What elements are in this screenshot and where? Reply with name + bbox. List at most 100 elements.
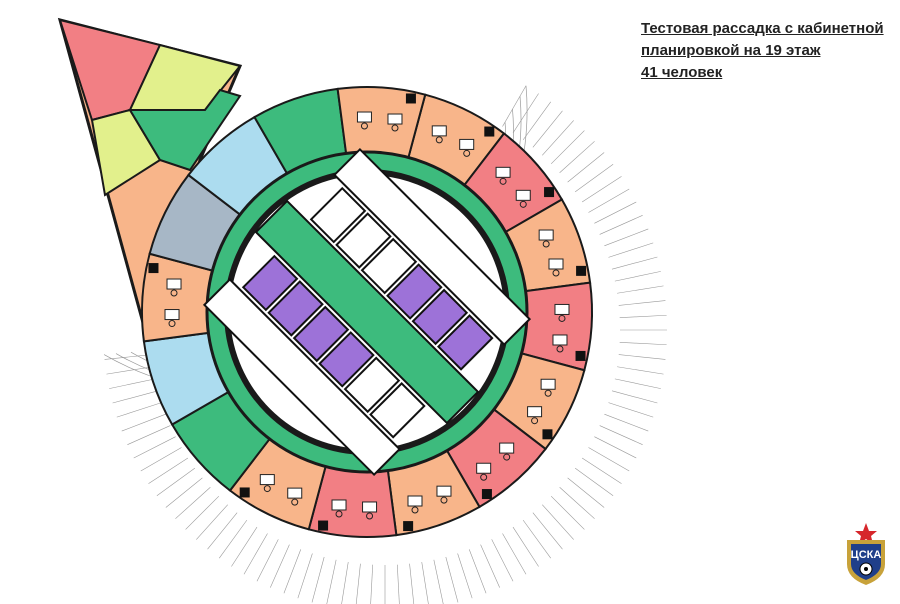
facade-mullion <box>614 378 661 389</box>
facade-mullion <box>468 549 487 594</box>
desk-icon <box>431 125 447 137</box>
elevator-shaft <box>386 263 443 320</box>
core-room-outer <box>202 278 401 477</box>
elevator-shaft <box>411 288 469 346</box>
column-icon <box>405 93 416 104</box>
facade-mullion <box>559 141 595 173</box>
chair-icon <box>435 136 443 144</box>
facade-mullion <box>231 526 258 567</box>
facade-mullion <box>116 402 162 418</box>
column-icon <box>481 489 492 500</box>
facade-mullion <box>619 341 667 346</box>
desk-icon <box>515 189 531 201</box>
facade-mullion <box>614 271 661 282</box>
column-icon <box>576 265 587 276</box>
facade-mullion <box>445 556 459 603</box>
chair-icon <box>552 269 560 277</box>
desk-icon <box>287 487 303 499</box>
desk-icon <box>548 258 564 270</box>
elevator-shaft <box>437 314 494 371</box>
elevator-shaft <box>267 280 324 337</box>
core-contents <box>202 147 532 477</box>
facade-mullion <box>611 256 658 270</box>
elevator-shaft <box>318 331 375 388</box>
facade-mullion <box>550 495 585 530</box>
facade-mullion <box>574 467 614 496</box>
desk-icon <box>554 303 570 315</box>
core-room <box>369 382 426 439</box>
facade-mullion <box>522 519 551 559</box>
plan-title: Тестовая рассадка с кабинетной планировк… <box>641 18 884 84</box>
facade-mullion <box>355 563 361 604</box>
facade-mullion <box>574 164 614 193</box>
desk-icon <box>459 138 475 150</box>
core-room-outer <box>333 147 532 346</box>
facade-mullion <box>457 553 473 599</box>
facade-mullion <box>140 447 182 472</box>
facade-mullion <box>326 559 337 604</box>
column-icon <box>484 126 495 137</box>
core-lobby <box>254 199 480 425</box>
facade-mullion <box>148 457 189 484</box>
facade-mullion <box>532 110 563 148</box>
desk-icon <box>166 278 182 290</box>
facade-mullion <box>133 436 176 459</box>
desk-icon <box>552 334 568 346</box>
facade-mullion <box>588 188 630 213</box>
chair-icon <box>170 289 178 297</box>
core-room <box>343 356 401 414</box>
cska-club-crest-icon: ЦСКА <box>847 523 885 585</box>
desk-icon <box>259 474 275 486</box>
core-room <box>335 212 392 269</box>
facade-mullion <box>599 425 643 445</box>
column-icon <box>542 429 553 440</box>
core-room <box>360 237 418 295</box>
facade-mullion <box>559 487 595 519</box>
facade-mullion <box>256 539 279 582</box>
desk-icon <box>164 309 180 321</box>
desk-icon <box>436 485 452 497</box>
facade-mullion <box>185 495 220 530</box>
facade-mullion <box>502 533 527 575</box>
column-icon <box>544 187 555 198</box>
chair-icon <box>263 485 271 493</box>
facade-mullion <box>156 467 196 496</box>
facade-mullion <box>243 533 268 575</box>
facade-mullion <box>619 314 667 319</box>
chair-icon <box>366 512 374 520</box>
facade-mullion <box>341 562 349 604</box>
corridor-wing <box>128 88 242 172</box>
facade-mullion <box>219 519 248 559</box>
chair-icon <box>360 122 368 130</box>
column-icon <box>148 263 159 274</box>
facade-mullion <box>542 120 574 156</box>
core-room <box>309 186 367 244</box>
facade-mullion <box>512 93 539 134</box>
chair-icon <box>480 473 488 481</box>
facade-mullion <box>512 526 539 567</box>
elevator-shaft <box>241 254 299 312</box>
facade-mullion <box>594 436 637 459</box>
facade-mullion <box>581 176 622 203</box>
desk-icon <box>362 501 378 513</box>
facade-mullion <box>617 285 664 294</box>
svg-text:ЦСКА: ЦСКА <box>851 549 882 561</box>
facade-mullion <box>588 447 630 472</box>
facade-mullion <box>283 549 302 594</box>
desk-icon <box>495 166 511 178</box>
facade-mullion <box>104 354 152 360</box>
chair-icon <box>499 177 507 185</box>
facade-mullion <box>370 564 374 604</box>
facade-mullion <box>409 563 415 604</box>
facade-mullion <box>599 215 643 235</box>
facade-mullion <box>567 152 605 183</box>
title-line-2: планировкой на 19 этаж <box>641 42 821 59</box>
facade-mullion <box>297 553 313 599</box>
chair-icon <box>463 149 471 157</box>
column-icon <box>239 487 250 498</box>
elevator-shaft <box>292 305 350 363</box>
facade-mullion <box>165 477 203 508</box>
chair-icon <box>519 200 527 208</box>
chair-icon <box>291 498 299 506</box>
facade-mullion <box>522 101 551 141</box>
